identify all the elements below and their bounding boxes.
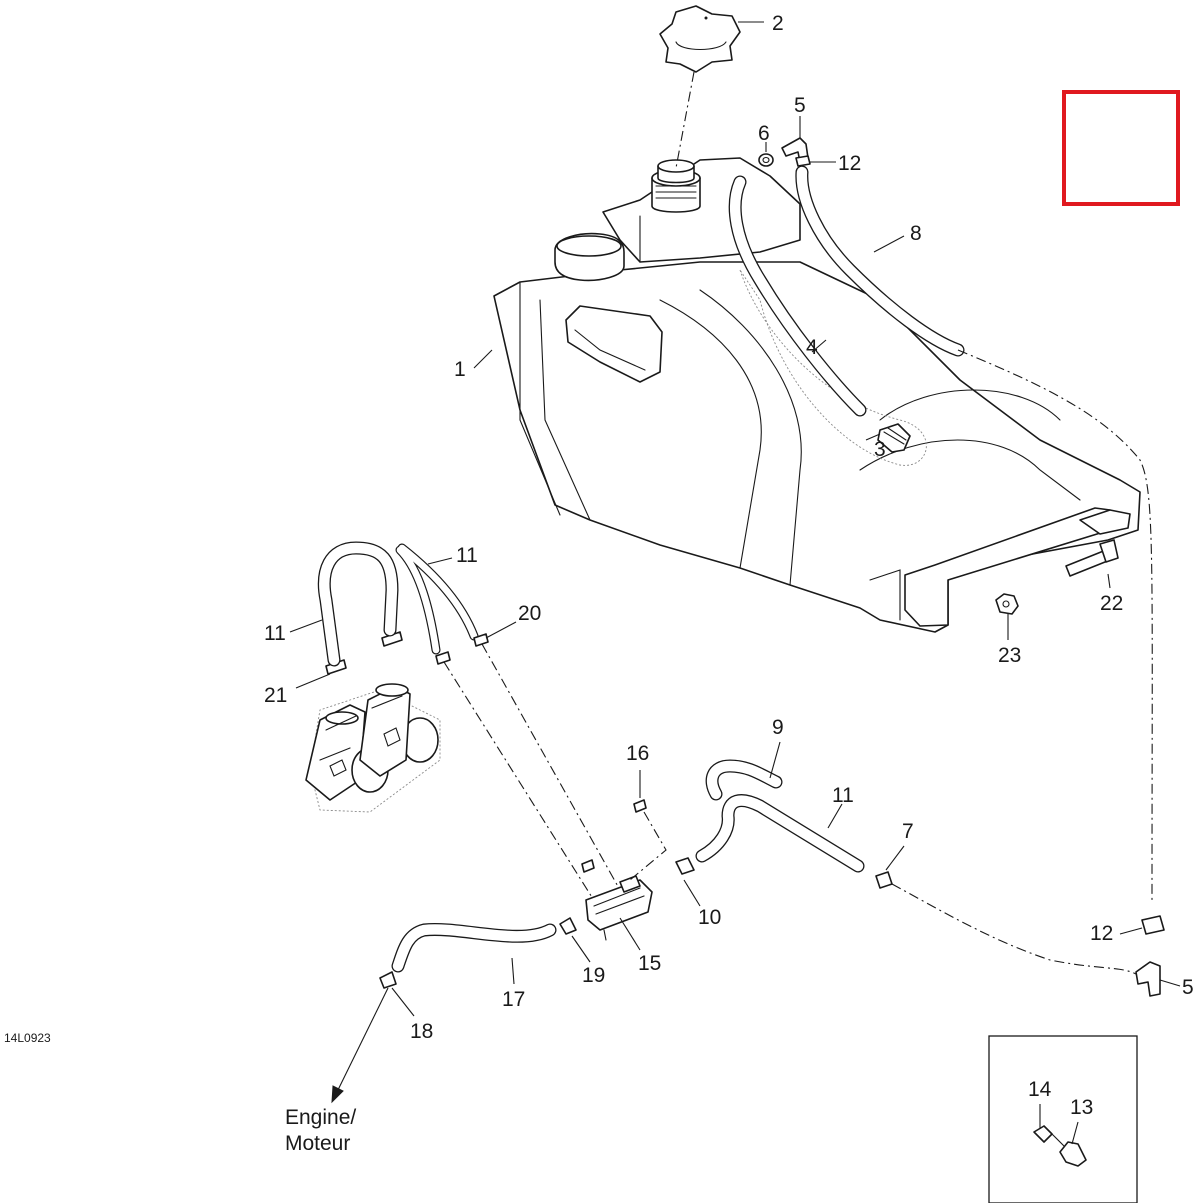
callout-7: 7 bbox=[902, 820, 914, 843]
hose-9 bbox=[705, 759, 783, 801]
small-clip-lower bbox=[581, 859, 595, 873]
callout-18: 18 bbox=[410, 1020, 433, 1043]
callout-5-top: 5 bbox=[794, 94, 806, 117]
fuel-tank bbox=[493, 157, 1141, 633]
engine-arrow-head bbox=[331, 1085, 344, 1104]
fuel-valve bbox=[585, 875, 653, 941]
callout-15: 15 bbox=[638, 952, 661, 975]
hose-clamp-19 bbox=[559, 917, 577, 935]
callout-5-lower: 5 bbox=[1182, 976, 1194, 999]
small-clip bbox=[633, 799, 647, 813]
vent-hose-8 bbox=[795, 165, 965, 357]
callout-21: 21 bbox=[264, 684, 287, 707]
callout-12-lower: 12 bbox=[1090, 922, 1113, 945]
callout-11-lower: 11 bbox=[832, 784, 854, 807]
carb-line-to-pump-a bbox=[443, 661, 601, 911]
callout-19: 19 bbox=[582, 964, 605, 987]
fuel-level-sensor bbox=[877, 423, 911, 453]
vent-line-to-elbow bbox=[957, 349, 1153, 901]
callout-labels: 1 2 3 4 5 6 12 8 22 23 11 11 21 20 16 9 … bbox=[264, 12, 1194, 1119]
grommet bbox=[758, 153, 774, 167]
callout-1: 1 bbox=[454, 358, 466, 381]
inset-parts bbox=[1033, 1125, 1087, 1167]
callout-12-top: 12 bbox=[838, 152, 861, 175]
nut bbox=[995, 593, 1019, 615]
carburetor-assembly bbox=[305, 683, 441, 813]
callout-13: 13 bbox=[1070, 1096, 1093, 1119]
bolt bbox=[1065, 539, 1119, 577]
highlight-box bbox=[1062, 90, 1180, 206]
inset-box bbox=[988, 1035, 1138, 1203]
callout-8: 8 bbox=[910, 222, 922, 245]
hose-clamp-18 bbox=[379, 971, 397, 989]
callout-leaders bbox=[289, 21, 1181, 1145]
callout-20: 20 bbox=[518, 602, 541, 625]
callout-3: 3 bbox=[874, 438, 886, 461]
hose-clamp-7 bbox=[875, 871, 893, 889]
clamp-top bbox=[795, 155, 811, 167]
callout-6: 6 bbox=[758, 122, 770, 145]
cap-axis-line bbox=[675, 71, 695, 169]
engine-label-line1: Engine/ bbox=[285, 1106, 356, 1129]
clip-line bbox=[629, 811, 667, 881]
callout-17: 17 bbox=[502, 988, 525, 1011]
fitting-10 bbox=[675, 857, 695, 875]
carb-hose-left bbox=[317, 541, 399, 667]
hose-17 bbox=[391, 922, 557, 973]
clamp-lower bbox=[1141, 915, 1165, 935]
engine-label-line2: Moteur bbox=[285, 1132, 350, 1155]
vent-hose-4 bbox=[728, 175, 867, 417]
callout-11-carb-top: 11 bbox=[456, 544, 478, 567]
carb-hose-right bbox=[395, 543, 479, 655]
return-line bbox=[891, 883, 1137, 975]
hose-clip-pair bbox=[435, 633, 489, 665]
callout-10: 10 bbox=[698, 906, 721, 929]
callout-4: 4 bbox=[806, 336, 818, 359]
callout-9: 9 bbox=[772, 716, 784, 739]
callout-16: 16 bbox=[626, 742, 649, 765]
callout-11-carb-left: 11 bbox=[264, 622, 286, 645]
callout-2: 2 bbox=[772, 12, 784, 35]
engine-arrow-line bbox=[335, 987, 389, 1095]
callout-14: 14 bbox=[1028, 1078, 1052, 1101]
vent-elbow-lower bbox=[1135, 961, 1161, 997]
carb-line-to-pump-b bbox=[481, 643, 621, 891]
diagram-reference-code: 14L0923 bbox=[4, 1031, 51, 1045]
callout-22: 22 bbox=[1100, 592, 1123, 615]
filler-cap bbox=[659, 5, 741, 73]
hose-11-lower bbox=[695, 794, 865, 873]
callout-23: 23 bbox=[998, 644, 1021, 667]
